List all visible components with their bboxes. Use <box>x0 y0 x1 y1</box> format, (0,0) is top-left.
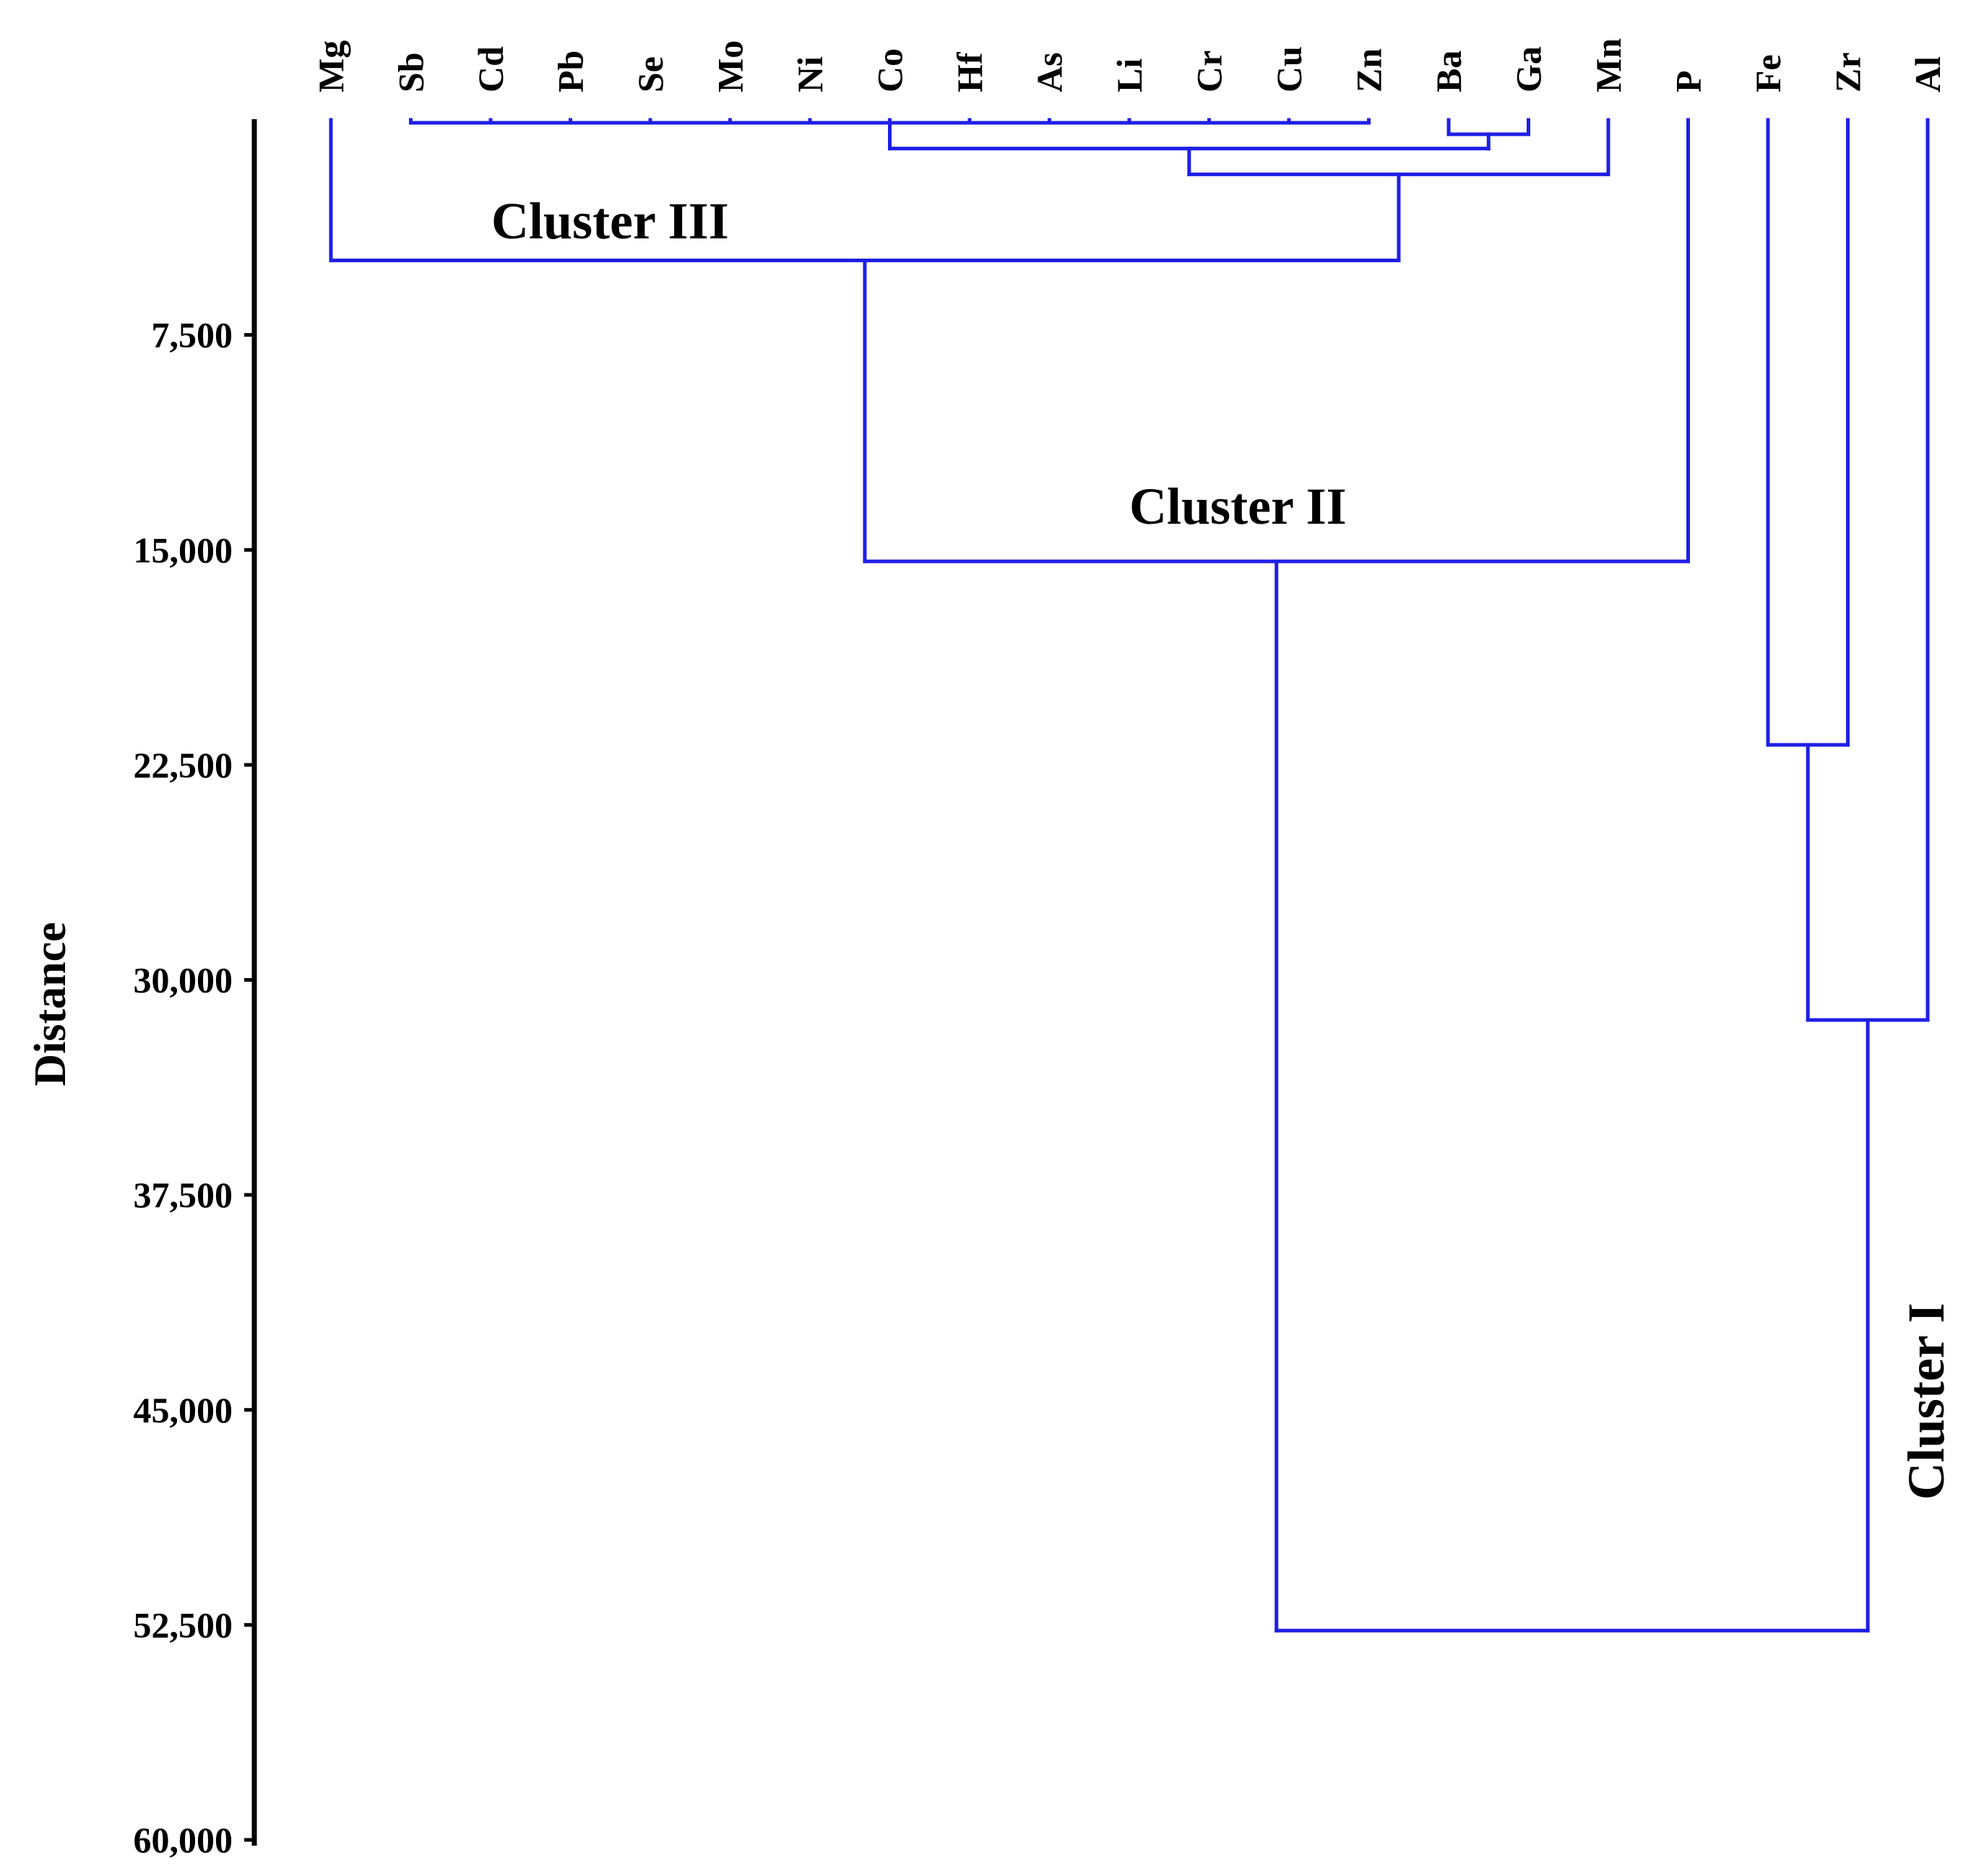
leaf-label-li: Li <box>1109 59 1150 92</box>
leaf-label-al: Al <box>1907 56 1948 92</box>
leaf-label-pb: Pb <box>551 51 591 92</box>
y-tick-label: 7,500 <box>152 315 233 355</box>
y-axis: 7,500 15,000 22,500 30,000 37,500 45,000 52,50… <box>134 119 257 1860</box>
leaf-label-se: Se <box>630 56 670 92</box>
y-tick-label: 37,500 <box>134 1175 233 1215</box>
y-tick-label: 60,000 <box>134 1820 233 1860</box>
y-tick-label: 30,000 <box>134 960 233 1000</box>
leaf-label-cu: Cu <box>1269 46 1309 92</box>
leaf-label-fe: Fe <box>1748 54 1788 92</box>
leaf-label-ni: Ni <box>790 56 830 92</box>
y-axis-title: Distance <box>26 922 75 1086</box>
leaf-label-ga: Ga <box>1509 46 1549 92</box>
leaf-label-hf: Hf <box>949 51 990 92</box>
y-tick-label: 45,000 <box>134 1390 233 1430</box>
leaf-label-mg: Mg <box>311 40 351 92</box>
leaf-label-cr: Cr <box>1189 51 1230 92</box>
y-tick-label: 22,500 <box>134 745 233 785</box>
dendrogram-tree <box>329 118 1930 1633</box>
leaf-label-zr: Zr <box>1828 52 1868 92</box>
leaf-label-zn: Zn <box>1349 48 1389 92</box>
cluster-iii-label: Cluster III <box>491 192 729 250</box>
cluster-ii-label: Cluster II <box>1129 477 1347 535</box>
leaf-label-p: P <box>1668 70 1709 92</box>
leaf-label-cd: Cd <box>470 46 511 92</box>
leaf-label-ba: Ba <box>1428 51 1469 92</box>
leaf-label-mo: Mo <box>710 40 751 92</box>
y-tick-label: 52,500 <box>134 1604 233 1645</box>
leaf-label-sb: Sb <box>391 52 431 92</box>
y-tick-label: 15,000 <box>134 529 233 570</box>
leaf-label-co: Co <box>870 48 910 92</box>
leaf-label-mn: Mn <box>1588 38 1629 92</box>
leaf-label-as: As <box>1030 52 1070 92</box>
cluster-i-label: Cluster I <box>1897 1303 1955 1500</box>
